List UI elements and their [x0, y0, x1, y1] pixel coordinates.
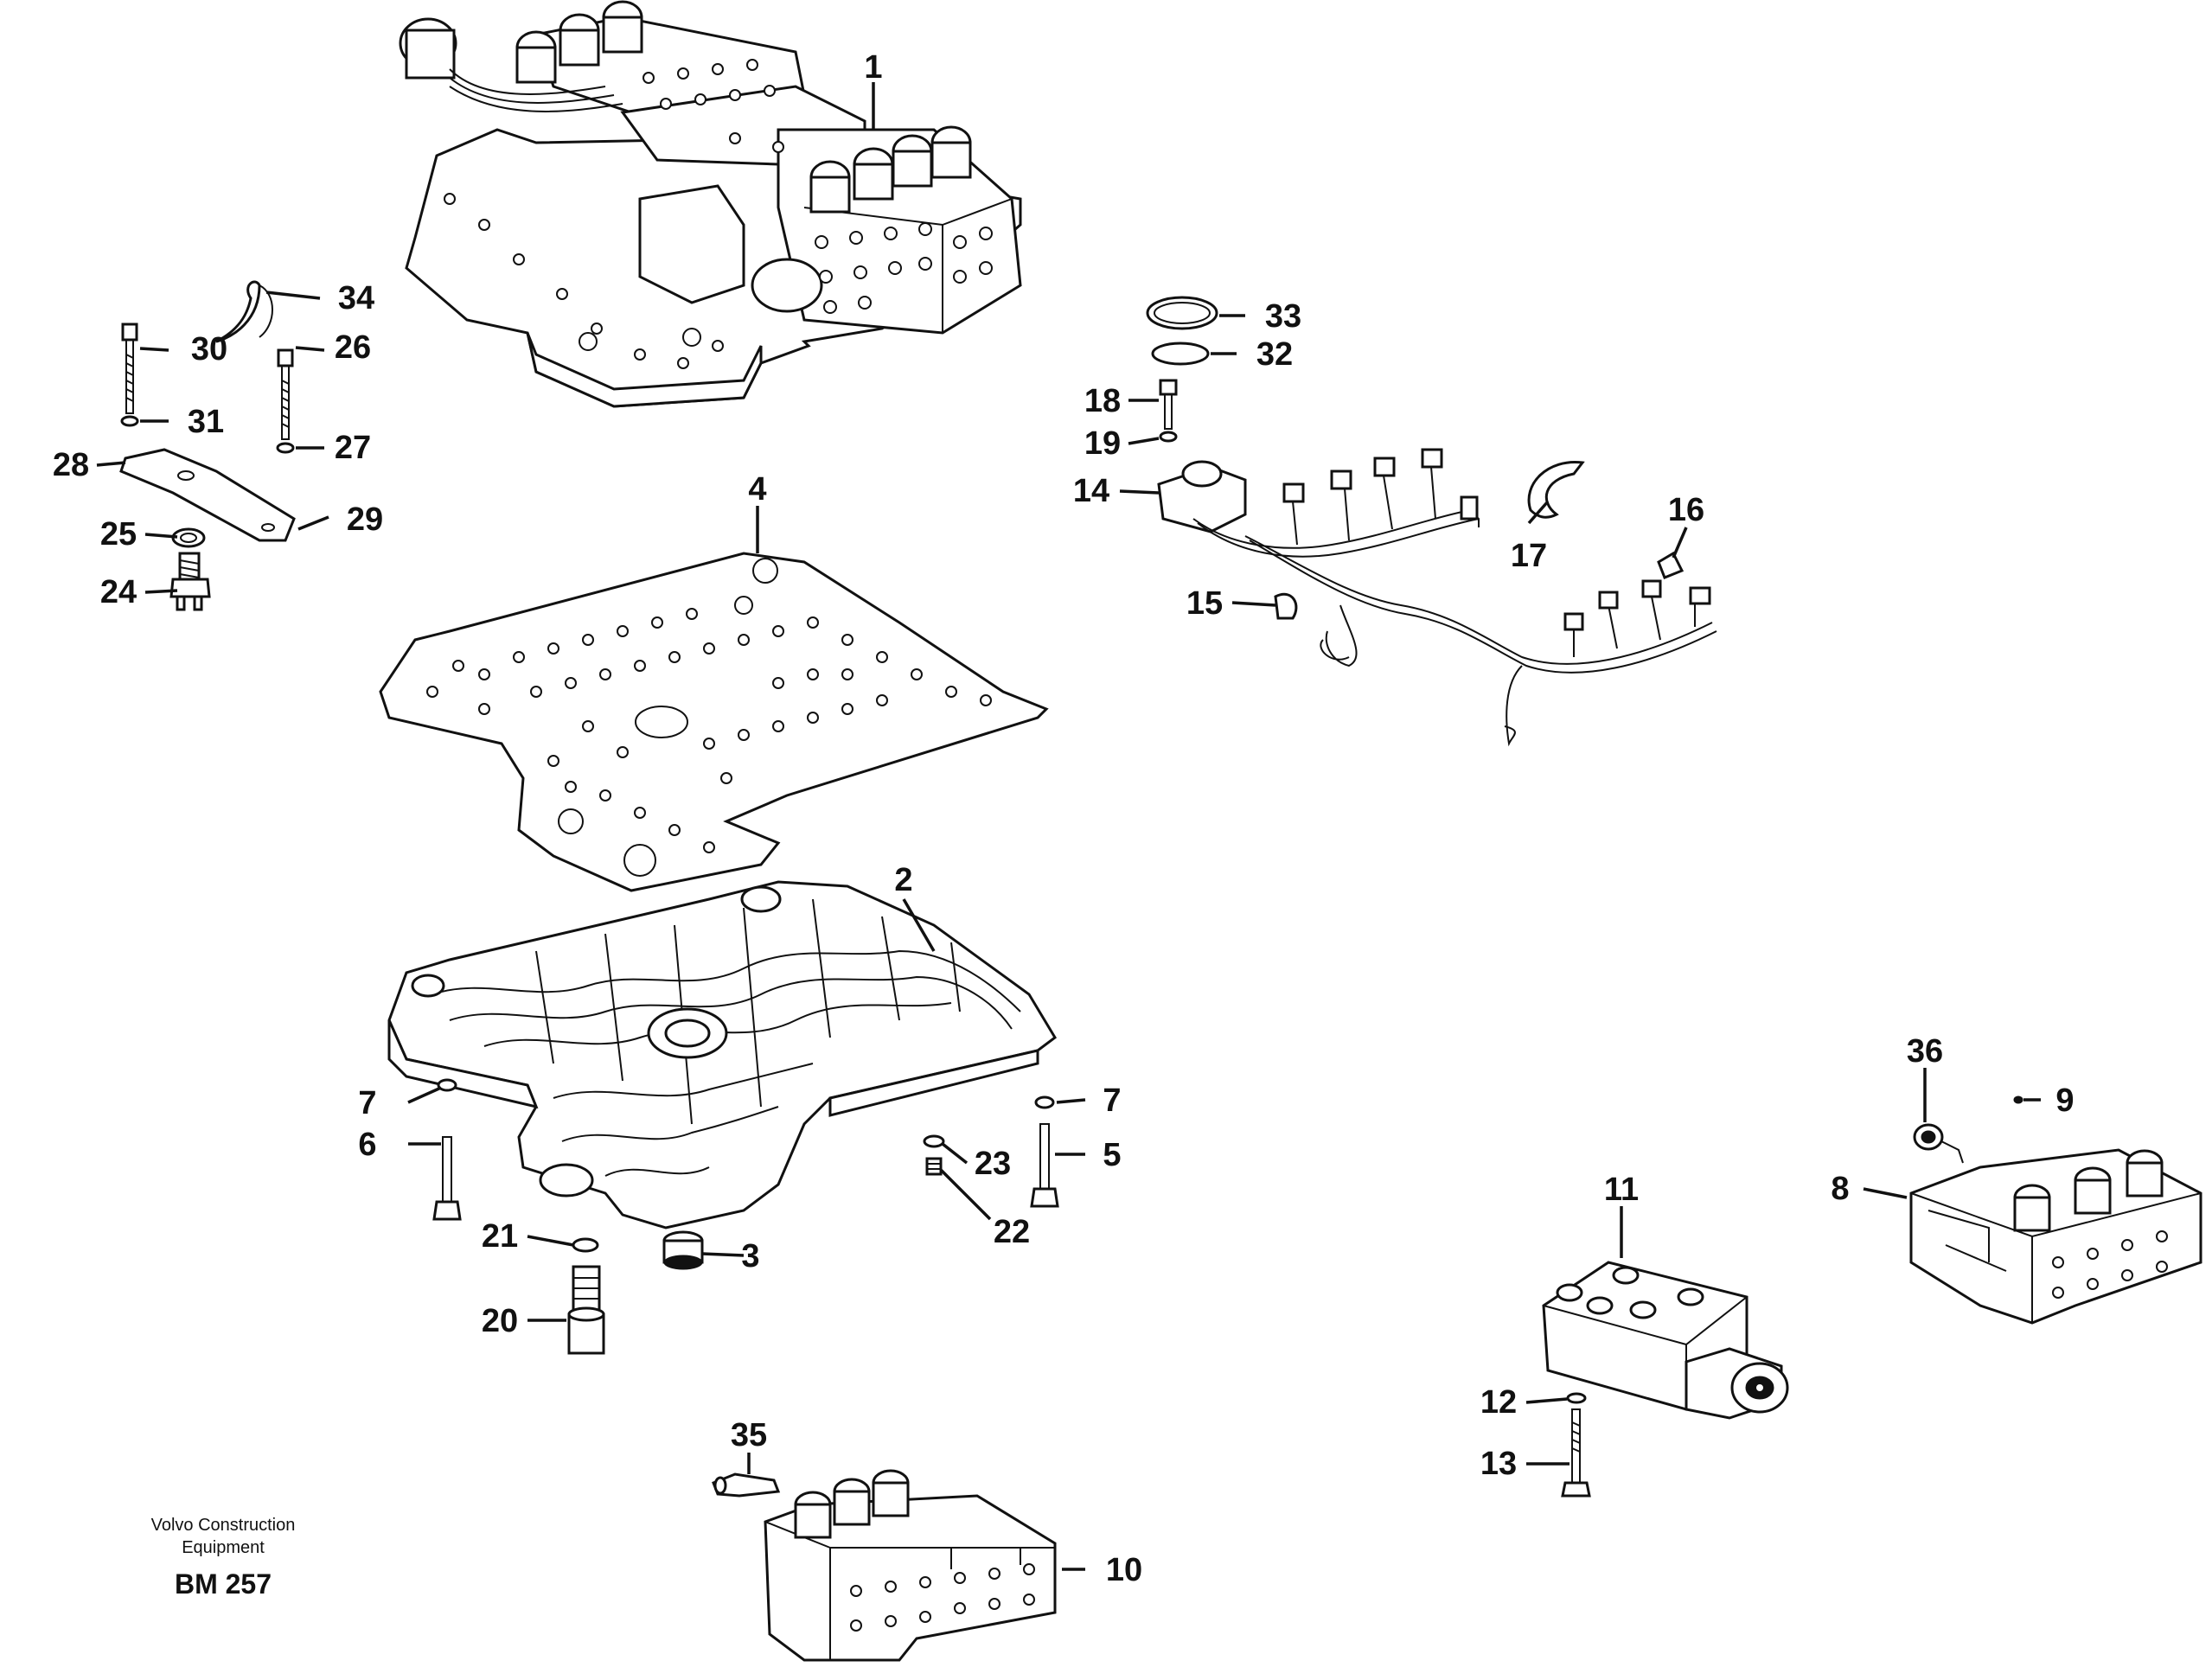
- separator-plate: [379, 552, 1049, 892]
- callout-11: 11: [1604, 1172, 1639, 1208]
- callout-35: 35: [731, 1417, 767, 1453]
- credit-company: Volvo Construction: [151, 1516, 296, 1535]
- valve-assembly-top: [399, 0, 1022, 408]
- callout-2: 2: [894, 862, 912, 898]
- callout-labels: 1 2 3 4 5 6 7 7 8 9 10 11 12 13 14 15 16…: [53, 49, 2075, 1588]
- callout-8: 8: [1831, 1171, 1849, 1207]
- washer-27: [276, 442, 295, 454]
- callout-36: 36: [1907, 1033, 1943, 1070]
- bolt-6: [432, 1136, 462, 1221]
- solenoid-coils-top: [515, 0, 972, 214]
- callout-7-left: 7: [358, 1085, 376, 1121]
- callout-6: 6: [358, 1127, 376, 1163]
- plug-22: [925, 1157, 943, 1176]
- callout-19: 19: [1084, 425, 1121, 462]
- clip-35: [712, 1472, 781, 1498]
- callout-1: 1: [864, 49, 882, 86]
- clip-34: [215, 280, 261, 343]
- callout-23: 23: [975, 1146, 1011, 1182]
- bolt-18: [1159, 379, 1178, 430]
- bracket-28: [119, 448, 296, 542]
- callout-21: 21: [482, 1218, 518, 1255]
- callout-5: 5: [1103, 1137, 1121, 1173]
- callout-26: 26: [335, 329, 371, 366]
- plug-36: [1913, 1123, 1964, 1164]
- callout-28: 28: [53, 447, 89, 483]
- valve-body-10: [764, 1469, 1057, 1662]
- washer-19: [1159, 431, 1178, 443]
- wiring-harness: [1157, 448, 1717, 747]
- callout-27: 27: [335, 430, 371, 466]
- solenoid-valve-11: [1542, 1261, 1789, 1420]
- seal-21: [572, 1237, 599, 1253]
- sensor-24: [169, 552, 211, 611]
- callout-31: 31: [188, 404, 224, 440]
- callout-20: 20: [482, 1303, 518, 1339]
- seal-32: [1151, 342, 1210, 366]
- callout-10: 10: [1106, 1552, 1142, 1588]
- callout-18: 18: [1084, 383, 1121, 419]
- callout-12: 12: [1480, 1384, 1517, 1421]
- callout-7-right: 7: [1103, 1083, 1121, 1119]
- leader-lines: [96, 82, 2041, 1571]
- callout-22: 22: [994, 1214, 1030, 1250]
- callout-3: 3: [741, 1238, 759, 1274]
- callout-16: 16: [1668, 492, 1704, 528]
- valve-body-holes: [444, 59, 993, 369]
- clip-16: [1657, 551, 1685, 579]
- credit-block: Volvo Construction Equipment BM 257: [151, 1516, 296, 1600]
- callout-13: 13: [1480, 1446, 1517, 1482]
- clip-15: [1274, 593, 1298, 620]
- separator-plate-holes: [426, 558, 992, 877]
- callout-33: 33: [1265, 298, 1301, 335]
- callout-15: 15: [1186, 585, 1223, 622]
- solenoids-10: [794, 1469, 910, 1539]
- callout-4: 4: [748, 471, 766, 508]
- washer-23: [923, 1134, 945, 1148]
- callout-30: 30: [191, 331, 227, 367]
- bolt-13: [1561, 1408, 1591, 1498]
- washer-7-right: [1034, 1095, 1055, 1109]
- callout-17: 17: [1511, 538, 1547, 574]
- callout-14: 14: [1073, 473, 1109, 509]
- callout-29: 29: [347, 501, 383, 538]
- valve-20: [567, 1265, 605, 1355]
- callout-32: 32: [1256, 336, 1293, 373]
- filter-3: [662, 1230, 704, 1270]
- washer-31: [120, 415, 139, 427]
- bolt-26: [277, 348, 294, 440]
- callout-24: 24: [100, 574, 137, 610]
- bolt-30: [121, 323, 138, 414]
- valve-housing: [387, 880, 1057, 1229]
- drawing-code: BM 257: [175, 1568, 272, 1600]
- bolt-5: [1030, 1123, 1059, 1208]
- washer-12: [1566, 1392, 1587, 1404]
- callout-25: 25: [100, 516, 137, 552]
- solenoids-8: [2013, 1149, 2164, 1232]
- credit-equipment: Equipment: [182, 1538, 265, 1557]
- clamp-17: [1527, 460, 1585, 519]
- callout-9: 9: [2055, 1083, 2074, 1119]
- washer-7-left: [437, 1078, 457, 1092]
- valve-body-8: [1909, 1148, 2202, 1325]
- callout-34: 34: [338, 280, 374, 316]
- pin-9: [2013, 1095, 2023, 1104]
